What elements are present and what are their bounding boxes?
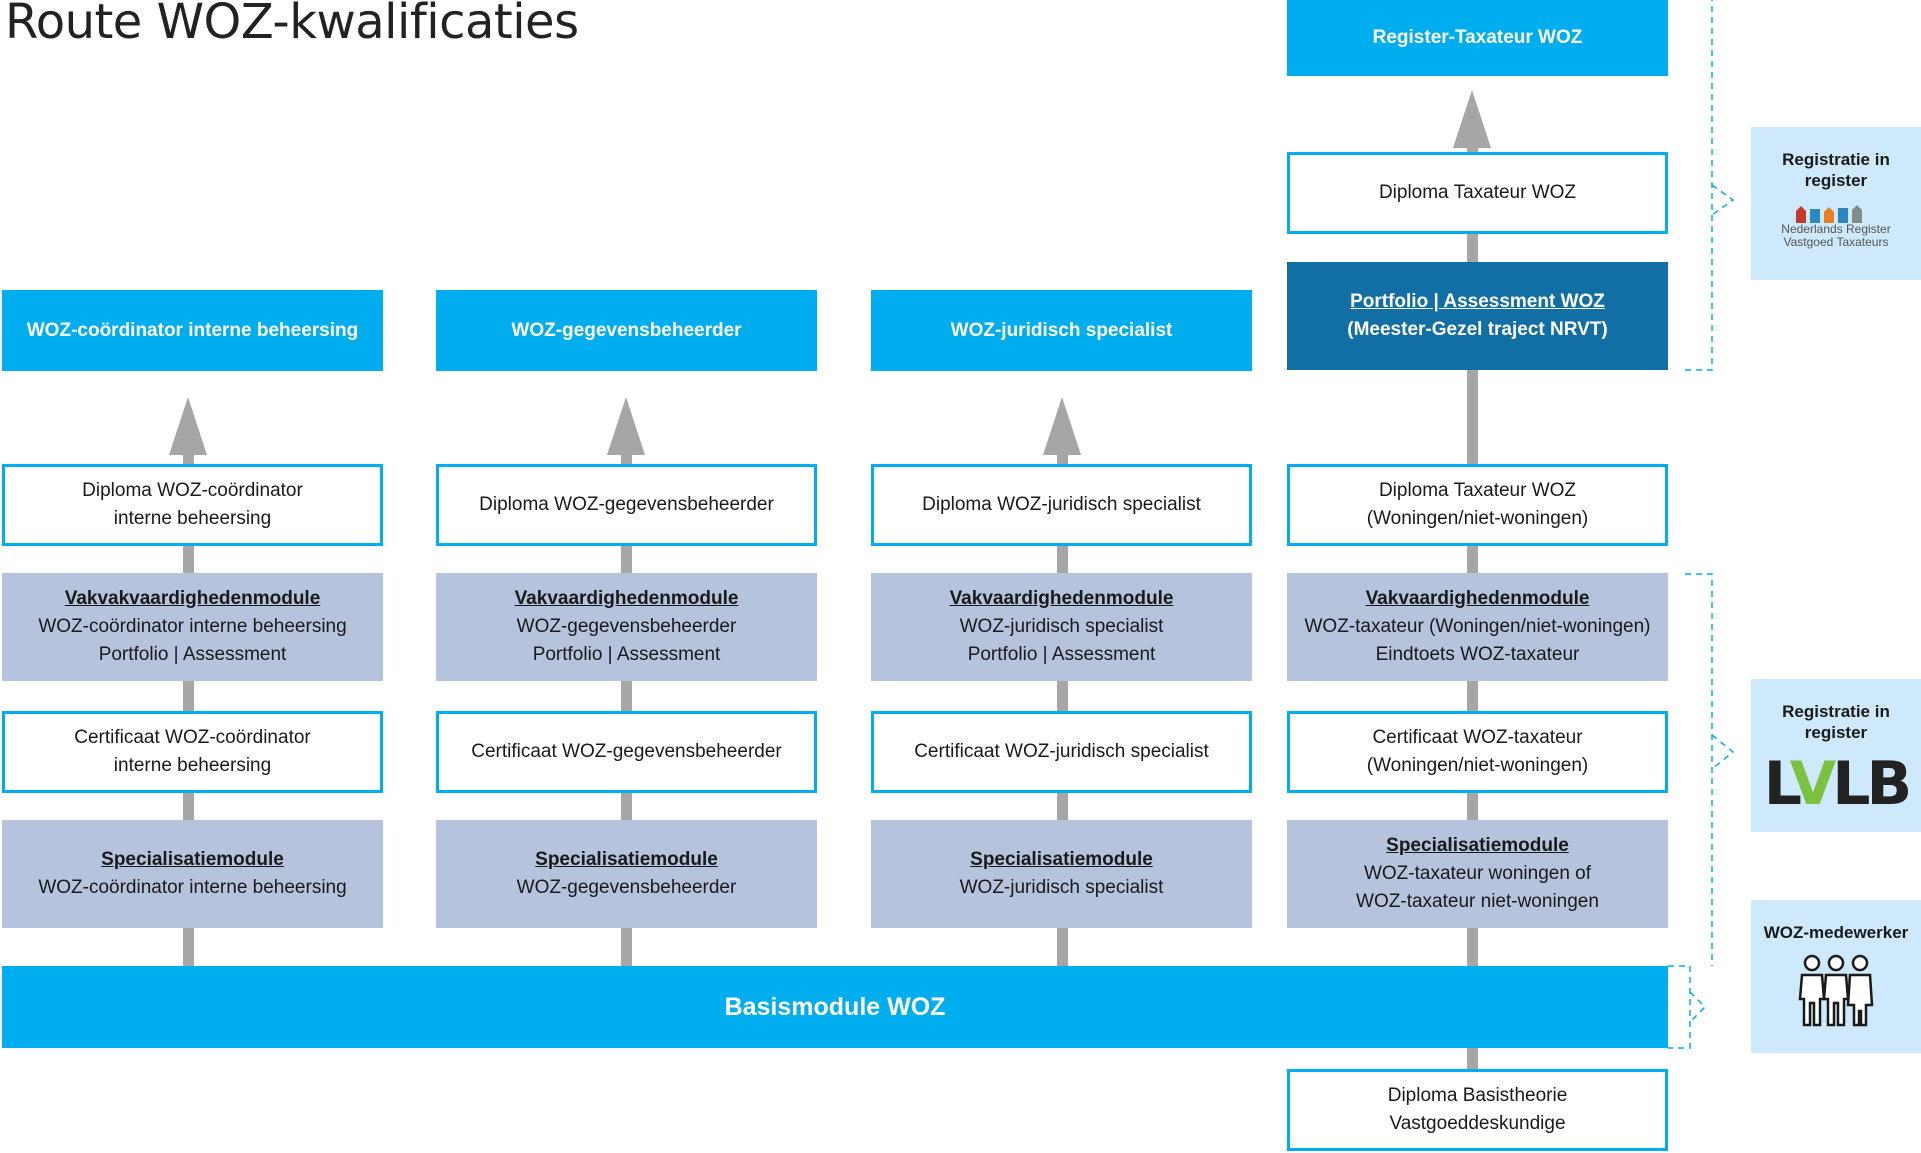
vak-module-col4: Vakvaardighedenmodule WOZ-taxateur (Woni… xyxy=(1287,573,1668,681)
vak-module-col1: Vakvakvaardighedenmodule WOZ-coördinator… xyxy=(2,573,383,681)
nrvt-houses-icon xyxy=(1796,205,1862,223)
portfolio-sub: (Meester-Gezel traject NRVT) xyxy=(1347,319,1608,340)
side-label: WOZ-medewerker xyxy=(1763,923,1909,942)
side-label: Registratie in xyxy=(1782,150,1890,169)
spec-module-line: WOZ-coördinator interne beheersing xyxy=(38,877,347,898)
cert-line: Certificaat WOZ-coördinator xyxy=(74,727,311,748)
spec-module-col3: Specialisatiemodule WOZ-juridisch specia… xyxy=(871,820,1252,928)
basismodule-label: Basismodule WOZ xyxy=(724,993,946,1021)
side-label: Registratie in xyxy=(1782,702,1890,721)
diploma-line: (Woningen/niet-woningen) xyxy=(1366,508,1589,529)
diploma-line: interne beheersing xyxy=(113,508,272,529)
top-box-col3: WOZ-juridisch specialist xyxy=(871,290,1252,371)
cert-box-col3: Certificaat WOZ-juridisch specialist xyxy=(871,711,1252,793)
connector-col3 xyxy=(1057,430,1068,970)
side-label: register xyxy=(1804,723,1868,742)
spec-module-col4: Specialisatiemodule WOZ-taxateur woninge… xyxy=(1287,820,1668,928)
basistheorie-box: Diploma Basistheorie Vastgoeddeskundige xyxy=(1287,1069,1668,1151)
portfolio-assessment-box: Portfolio | Assessment WOZ (Meester-Geze… xyxy=(1287,262,1668,370)
spec-module-line: WOZ-taxateur woningen of xyxy=(1363,863,1592,884)
spec-module-line: WOZ-gegevensbeheerder xyxy=(516,877,737,898)
vak-module-title: Vakvaardighedenmodule xyxy=(514,588,739,609)
vak-module-line: Portfolio | Assessment xyxy=(98,644,287,665)
vak-module-line: WOZ-taxateur (Woningen/niet-woningen) xyxy=(1304,616,1651,637)
cert-line: Certificaat WOZ-taxateur xyxy=(1372,727,1583,748)
connector-col1 xyxy=(183,430,194,970)
arrow-up-icon-col3 xyxy=(1043,397,1081,455)
vak-module-line: Portfolio | Assessment xyxy=(967,644,1156,665)
cert-line: Certificaat WOZ-juridisch specialist xyxy=(914,741,1209,762)
page-title: Route WOZ-kwalificaties xyxy=(5,0,579,50)
people-icon xyxy=(1798,954,1874,1027)
register-taxateur-box: Register-Taxateur WOZ xyxy=(1287,0,1668,76)
arrow-up-icon-col1 xyxy=(169,397,207,455)
cert-line: Certificaat WOZ-gegevensbeheerder xyxy=(471,741,782,762)
vak-module-title: Vakvaardighedenmodule xyxy=(949,588,1174,609)
side-label: register xyxy=(1804,171,1868,190)
diploma-box-col3: Diploma WOZ-juridisch specialist xyxy=(871,464,1252,546)
spec-module-col2: Specialisatiemodule WOZ-gegevensbeheerde… xyxy=(436,820,817,928)
diploma-box-col1: Diploma WOZ-coördinator interne beheersi… xyxy=(2,464,383,546)
diploma-line: Diploma Taxateur WOZ xyxy=(1378,480,1577,501)
top-box-label: WOZ-coördinator interne beheersing xyxy=(26,319,359,341)
vak-module-col3: Vakvaardighedenmodule WOZ-juridisch spec… xyxy=(871,573,1252,681)
vak-module-line: WOZ-juridisch specialist xyxy=(959,616,1164,637)
spec-module-line: WOZ-taxateur niet-woningen xyxy=(1356,891,1599,912)
vak-module-line: Portfolio | Assessment xyxy=(532,644,721,665)
basistheorie-line: Vastgoeddeskundige xyxy=(1389,1113,1566,1134)
diploma-box-col4: Diploma Taxateur WOZ (Woningen/niet-woni… xyxy=(1287,464,1668,546)
arrow-up-icon-col4 xyxy=(1453,90,1491,148)
diploma-line: Diploma WOZ-gegevensbeheerder xyxy=(479,494,774,515)
cert-box-col4: Certificaat WOZ-taxateur (Woningen/niet-… xyxy=(1287,711,1668,793)
top-box-label: WOZ-juridisch specialist xyxy=(950,319,1173,341)
portfolio-title: Portfolio | Assessment WOZ xyxy=(1350,291,1605,312)
vak-module-title: Vakvaardighedenmodule xyxy=(1365,588,1590,609)
top-box-label: WOZ-gegevensbeheerder xyxy=(511,319,742,341)
cert-line: (Woningen/niet-woningen) xyxy=(1366,755,1589,776)
spec-module-title: Specialisatiemodule xyxy=(1386,835,1569,856)
nrvt-logo-line: Vastgoed Taxateurs xyxy=(1783,235,1889,249)
connector-col2 xyxy=(621,430,632,970)
vak-module-line: Eindtoets WOZ-taxateur xyxy=(1375,644,1580,665)
lvlb-logo: LVLB xyxy=(1763,749,1912,819)
basismodule-bar: Basismodule WOZ xyxy=(2,966,1668,1048)
basistheorie-line: Diploma Basistheorie xyxy=(1387,1085,1568,1106)
nrvt-logo-line: Nederlands Register xyxy=(1781,222,1891,236)
top-box-col1: WOZ-coördinator interne beheersing xyxy=(2,290,383,371)
diploma-line: Diploma WOZ-coördinator xyxy=(82,480,303,501)
arrow-up-icon-col2 xyxy=(607,397,645,455)
vak-module-title: Vakvakvaardighedenmodule xyxy=(64,588,321,609)
vak-module-line: WOZ-coördinator interne beheersing xyxy=(38,616,347,637)
diploma-box-col2: Diploma WOZ-gegevensbeheerder xyxy=(436,464,817,546)
top-box-label: Register-Taxateur WOZ xyxy=(1372,27,1583,48)
top-box-col2: WOZ-gegevensbeheerder xyxy=(436,290,817,371)
side-panel-medewerker: WOZ-medewerker xyxy=(1751,900,1921,1053)
spec-module-line: WOZ-juridisch specialist xyxy=(959,877,1164,898)
cert-line: interne beheersing xyxy=(113,755,272,776)
spec-module-title: Specialisatiemodule xyxy=(970,849,1153,870)
spec-module-title: Specialisatiemodule xyxy=(101,849,284,870)
diploma-taxateur-top-box: Diploma Taxateur WOZ xyxy=(1287,152,1668,234)
diploma-line: Diploma WOZ-juridisch specialist xyxy=(922,494,1201,515)
spec-module-title: Specialisatiemodule xyxy=(535,849,718,870)
cert-box-col2: Certificaat WOZ-gegevensbeheerder xyxy=(436,711,817,793)
vak-module-col2: Vakvaardighedenmodule WOZ-gegevensbeheer… xyxy=(436,573,817,681)
cert-box-col1: Certificaat WOZ-coördinator interne behe… xyxy=(2,711,383,793)
vak-module-line: WOZ-gegevensbeheerder xyxy=(516,616,737,637)
side-panel-lvlb: Registratie in register LVLB xyxy=(1751,679,1921,832)
diploma-line: Diploma Taxateur WOZ xyxy=(1378,182,1577,203)
side-panel-nrvt: Registratie in register Nederlands Regis… xyxy=(1751,127,1921,280)
spec-module-col1: Specialisatiemodule WOZ-coördinator inte… xyxy=(2,820,383,928)
